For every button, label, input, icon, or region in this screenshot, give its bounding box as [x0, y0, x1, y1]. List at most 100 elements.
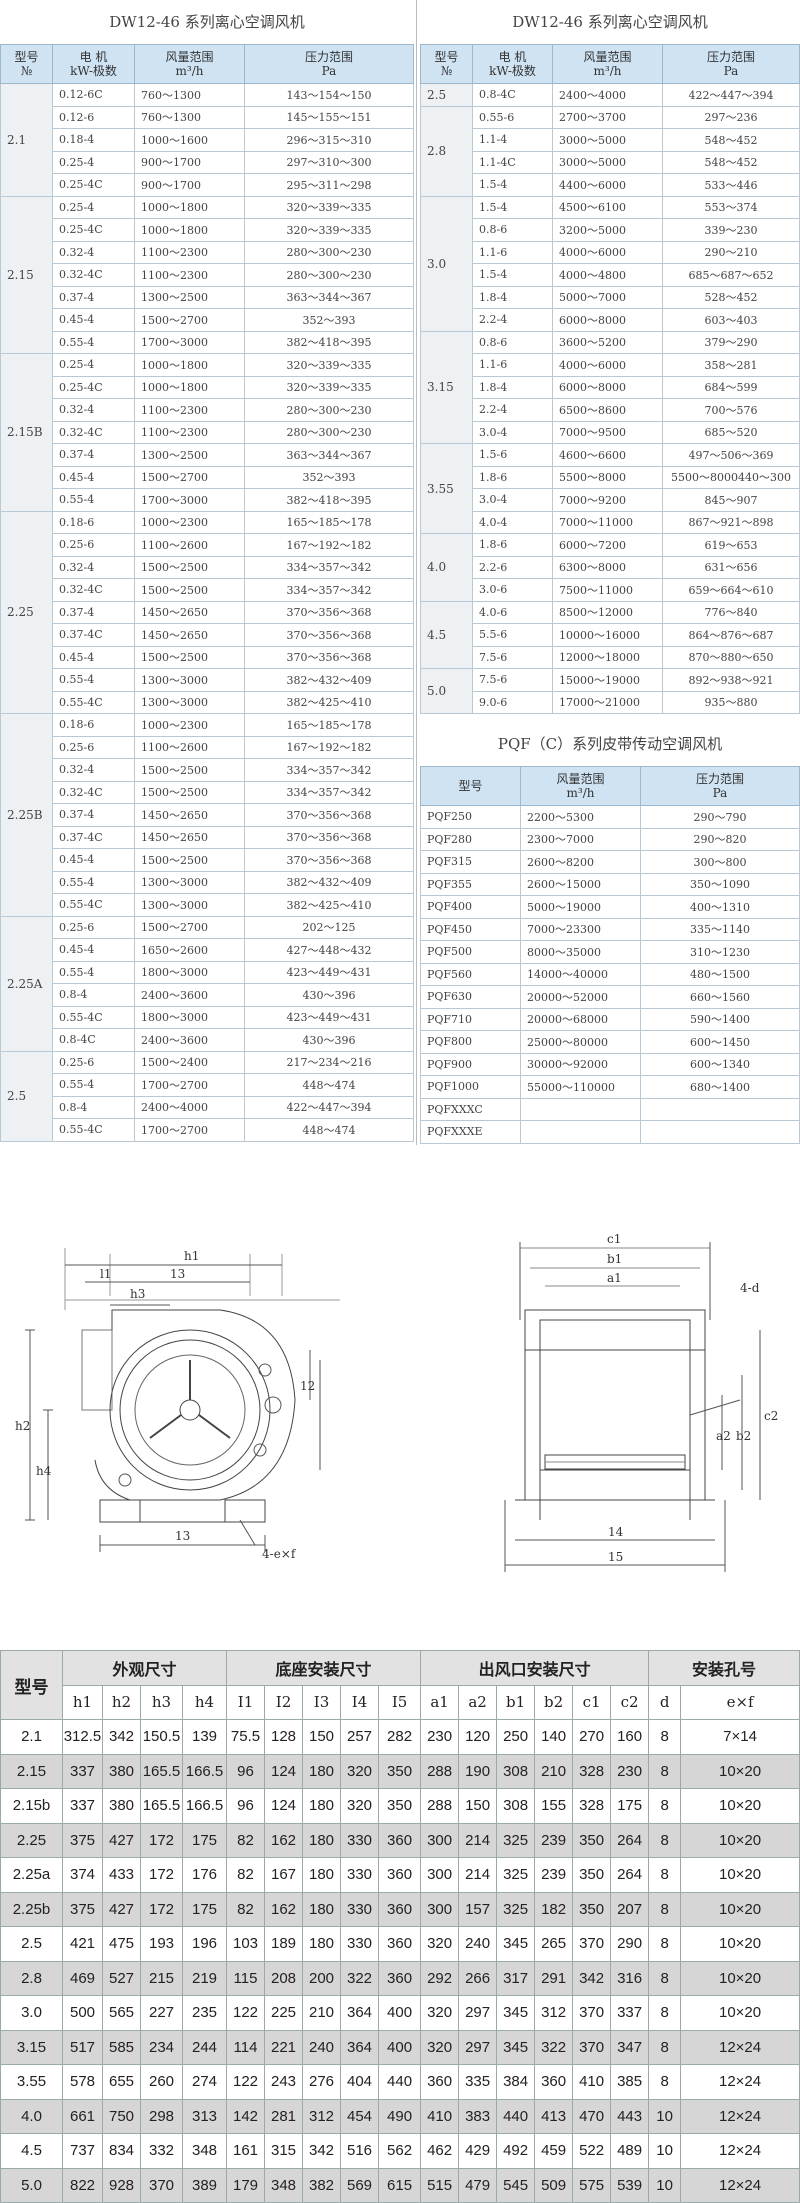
dim-value-cell: 360: [378, 1822, 422, 1858]
motor-cell: 0.45-4: [52, 938, 135, 962]
pressure-cell: 320～339～335: [244, 195, 414, 219]
pressure-cell: 603～403: [662, 308, 800, 332]
model-cell: 2.1: [0, 83, 53, 197]
dim-value-cell: 517: [62, 2029, 103, 2065]
dim-value-cell: 385: [610, 2064, 650, 2100]
dim-value-cell: 337: [610, 1995, 650, 2031]
dim-value-cell: 475: [102, 1926, 141, 1962]
label-a2: a2: [716, 1429, 731, 1443]
dim-value-cell: 180: [302, 1753, 342, 1789]
dim-value-cell: 160: [610, 1719, 650, 1755]
dim-value-cell: 312: [534, 1995, 574, 2031]
motor-cell: 0.32-4: [52, 240, 135, 264]
motor-cell: 1.5-4: [472, 173, 553, 197]
flow-cell: 1450～2650: [134, 623, 245, 647]
dim-value-cell: 345: [496, 1926, 536, 1962]
dim-value-cell: 383: [458, 2098, 498, 2134]
dim-value-cell: 400: [378, 1995, 422, 2031]
motor-cell: 1.5-4: [472, 263, 553, 287]
model-cell: 2.15: [0, 195, 53, 354]
motor-cell: 0.25-4C: [52, 173, 135, 197]
dim-value-cell: 348: [181, 2133, 228, 2169]
motor-cell: 1.5-4: [472, 195, 553, 219]
pqf-model-cell: PQF500: [420, 940, 521, 964]
dim-value-cell: 114: [226, 2029, 266, 2065]
dim-value-cell: 427: [102, 1891, 141, 1927]
dim-value-cell: 266: [458, 1960, 498, 1996]
dim-value-cell: 124: [264, 1788, 304, 1824]
dim-value-cell: 82: [226, 1822, 266, 1858]
flow-cell: 5000～7000: [552, 285, 663, 309]
flow-cell: 900～1700: [134, 173, 245, 197]
dim-value-cell: 10: [648, 2133, 682, 2169]
flow-cell: 12000～18000: [552, 645, 663, 669]
motor-cell: 0.12-6: [52, 105, 135, 129]
motor-cell: 3.0-4: [472, 488, 553, 512]
pressure-cell: 448～474: [244, 1073, 414, 1097]
dim-value-cell: 82: [226, 1891, 266, 1927]
pressure-cell: 352～393: [244, 308, 414, 332]
motor-cell: 0.8-6: [472, 218, 553, 242]
motor-cell: 0.8-4: [52, 983, 135, 1007]
pqf-pressure-cell: 310～1230: [640, 940, 800, 964]
dim-value-cell: 122: [226, 2064, 266, 2100]
dim-value-cell: 180: [302, 1822, 342, 1858]
pressure-cell: 363～344～367: [244, 285, 414, 309]
dim-value-cell: 115: [226, 1960, 266, 1996]
pressure-cell: 145～155～151: [244, 105, 414, 129]
dim-value-cell: 345: [496, 2029, 536, 2065]
dim-model-cell: 2.25b: [0, 1891, 63, 1927]
dim-value-cell: 320: [340, 1788, 380, 1824]
dim-value-cell: 375: [62, 1822, 103, 1858]
motor-cell: 1.1-6: [472, 353, 553, 377]
flow-cell: 1300～3000: [134, 690, 245, 714]
flow-cell: 4600～6600: [552, 443, 663, 467]
pqf-flow-cell: 2200～5300: [520, 805, 641, 829]
pressure-cell: 533～446: [662, 173, 800, 197]
motor-cell: 1.1-4C: [472, 150, 553, 174]
dim-value-cell: 172: [140, 1822, 183, 1858]
motor-cell: 0.12-6C: [52, 83, 135, 107]
pressure-cell: 867～921～898: [662, 510, 800, 534]
flow-cell: 1100～2600: [134, 533, 245, 557]
dim-value-cell: 96: [226, 1753, 266, 1789]
pressure-cell: 497～506～369: [662, 443, 800, 467]
motor-cell: 3.0-6: [472, 578, 553, 602]
dim-value-cell: 193: [140, 1926, 183, 1962]
dim-value-cell: 10×20: [680, 1995, 800, 2031]
motor-cell: 0.37-4: [52, 803, 135, 827]
flow-cell: 1100～2300: [134, 398, 245, 422]
dim-value-cell: 539: [610, 2167, 650, 2203]
flow-cell: 1450～2650: [134, 600, 245, 624]
label-c1: c1: [607, 1232, 621, 1246]
motor-cell: 0.37-4C: [52, 623, 135, 647]
dim-sub-header: e×f: [680, 1684, 800, 1720]
pressure-cell: 297～310～300: [244, 150, 414, 174]
motor-cell: 1.5-6: [472, 443, 553, 467]
motor-cell: 0.25-6: [52, 735, 135, 759]
pressure-cell: 430～396: [244, 1028, 414, 1052]
dim-value-cell: 292: [420, 1960, 460, 1996]
dim-value-cell: 8: [648, 1891, 682, 1927]
flow-cell: 6300～8000: [552, 555, 663, 579]
dim-model-cell: 2.25a: [0, 1857, 63, 1893]
motor-cell: 0.55-4: [52, 488, 135, 512]
dim-value-cell: 230: [420, 1719, 460, 1755]
pressure-cell: 685～520: [662, 420, 800, 444]
dim-model-cell: 3.0: [0, 1995, 63, 2031]
motor-cell: 0.32-4: [52, 398, 135, 422]
